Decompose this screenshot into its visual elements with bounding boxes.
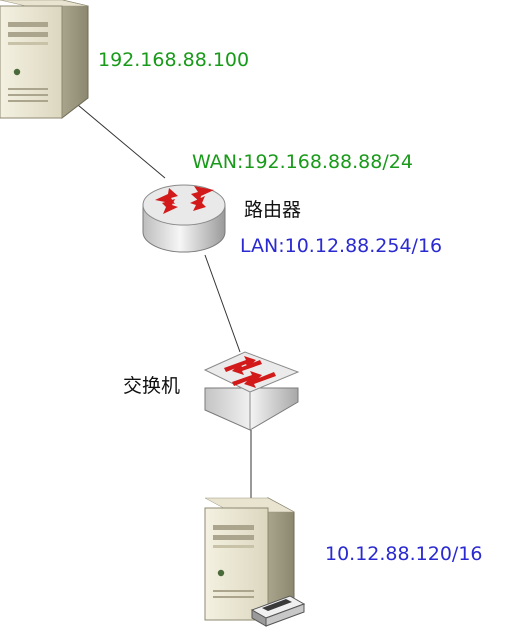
router-lan-label: LAN:10.12.88.254/16 [240,235,443,257]
bottom-server-ip-label: 10.12.88.120/16 [325,543,483,565]
switch-name-label: 交换机 [123,375,181,397]
server-tower-icon [0,0,89,120]
switch-icon [203,351,300,431]
link-server-router [71,99,166,179]
top-server-ip-label: 192.168.88.100 [98,49,250,71]
link-router-switch [204,254,241,353]
server-with-drive-icon [204,497,306,627]
router-name-label: 路由器 [244,199,302,221]
router-icon [142,184,226,253]
router-wan-label: WAN:192.168.88.88/24 [192,151,413,173]
